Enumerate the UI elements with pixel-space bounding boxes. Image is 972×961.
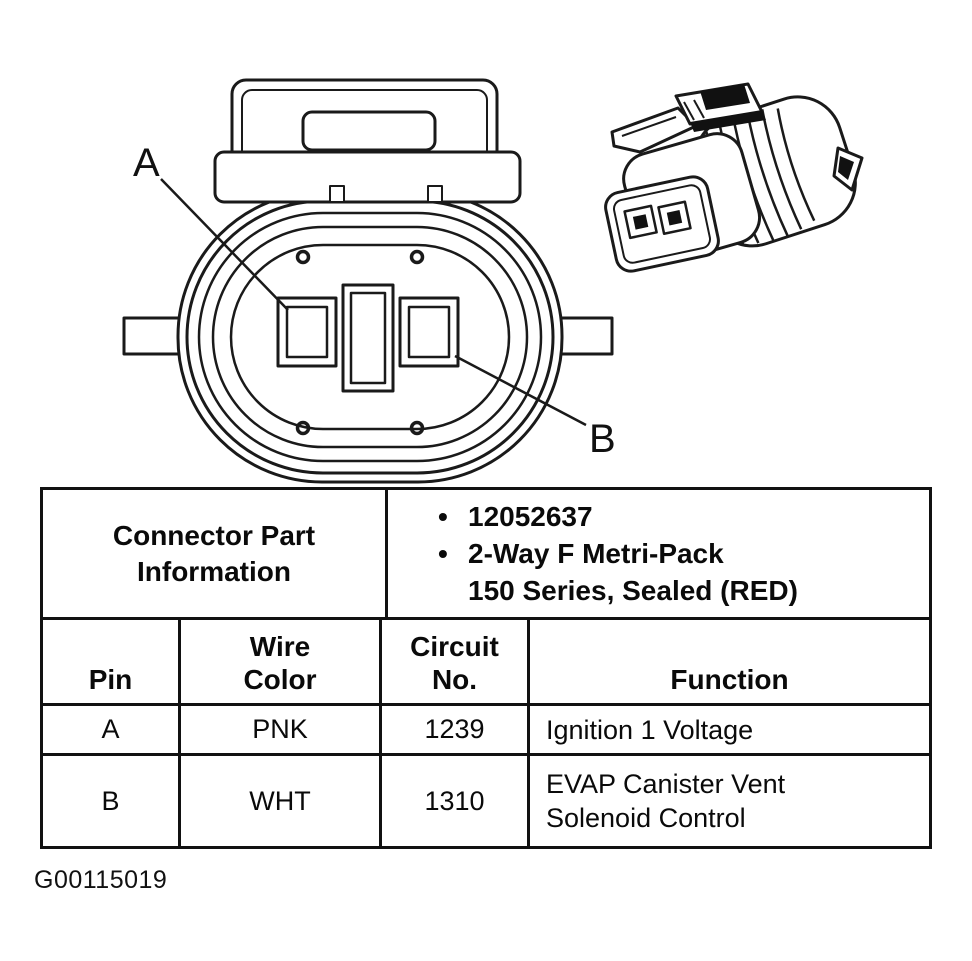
top-bar bbox=[213, 150, 522, 204]
bullet-icon: • bbox=[438, 538, 448, 569]
table-row: B WHT 1310 EVAP Canister Vent Solenoid C… bbox=[43, 756, 929, 846]
part-series-item: • 2-Way F Metri-Pack bbox=[438, 535, 929, 572]
top-bar-notch-right bbox=[427, 185, 443, 203]
figure-id: G00115019 bbox=[34, 866, 168, 894]
pin-label-a: A bbox=[133, 141, 160, 185]
part-info-title-cell: Connector Part Information bbox=[43, 490, 388, 617]
table-header-row: Pin Wire Color Circuit No. Function bbox=[43, 620, 929, 706]
leader-line-a bbox=[160, 178, 289, 311]
pin-a-circuit-no: 1239 bbox=[382, 706, 530, 753]
header-function: Function bbox=[670, 664, 789, 695]
pin-a-cavity-inner bbox=[285, 305, 329, 359]
bullet-icon: • bbox=[438, 501, 448, 532]
dot-top-left bbox=[295, 249, 311, 265]
dot-top-right bbox=[409, 249, 425, 265]
table-row: A PNK 1239 Ignition 1 Voltage bbox=[43, 706, 929, 756]
mating-face bbox=[604, 175, 720, 273]
part-info-title: Connector Part Information bbox=[112, 519, 316, 587]
pin-a-value: A bbox=[43, 706, 181, 753]
header-circuit-no: Circuit No. bbox=[382, 620, 530, 703]
part-series-item-continued: 150 Series, Sealed (RED) bbox=[468, 575, 798, 606]
connector-perspective-view bbox=[604, 82, 864, 273]
connector-diagram: A B bbox=[122, 78, 864, 484]
header-pin: Pin bbox=[43, 620, 181, 703]
pin-label-b: B bbox=[589, 417, 616, 461]
oval-outline-3 bbox=[197, 211, 543, 463]
pin-b-wire-color: WHT bbox=[181, 756, 382, 846]
top-bar-notch-left bbox=[329, 185, 345, 203]
pin-a-function: Ignition 1 Voltage bbox=[546, 714, 754, 745]
pin-b-value: B bbox=[43, 756, 181, 846]
connector-info-table: Connector Part Information • 12052637 • … bbox=[40, 487, 932, 849]
part-number-item: • 12052637 bbox=[438, 498, 929, 535]
oval-outline-4 bbox=[211, 225, 529, 449]
oval-outline-5 bbox=[229, 243, 511, 431]
connector-front-view bbox=[122, 78, 614, 484]
pin-b-cavity-inner bbox=[407, 305, 451, 359]
part-info-row: Connector Part Information • 12052637 • … bbox=[43, 490, 929, 620]
dot-bottom-left bbox=[295, 420, 311, 436]
part-info-details-cell: • 12052637 • 2-Way F Metri-Pack 150 Seri… bbox=[388, 490, 929, 617]
leader-line-b bbox=[454, 354, 587, 427]
pin-b-circuit-no: 1310 bbox=[382, 756, 530, 846]
header-wire-color: Wire Color bbox=[181, 620, 382, 703]
dot-bottom-right bbox=[409, 420, 425, 436]
center-key-inner bbox=[349, 291, 387, 385]
pin-b-function: EVAP Canister Vent Solenoid Control bbox=[546, 769, 786, 833]
pin-a-wire-color: PNK bbox=[181, 706, 382, 753]
latch-arm bbox=[610, 106, 698, 154]
lock-tower-slot bbox=[301, 110, 437, 152]
